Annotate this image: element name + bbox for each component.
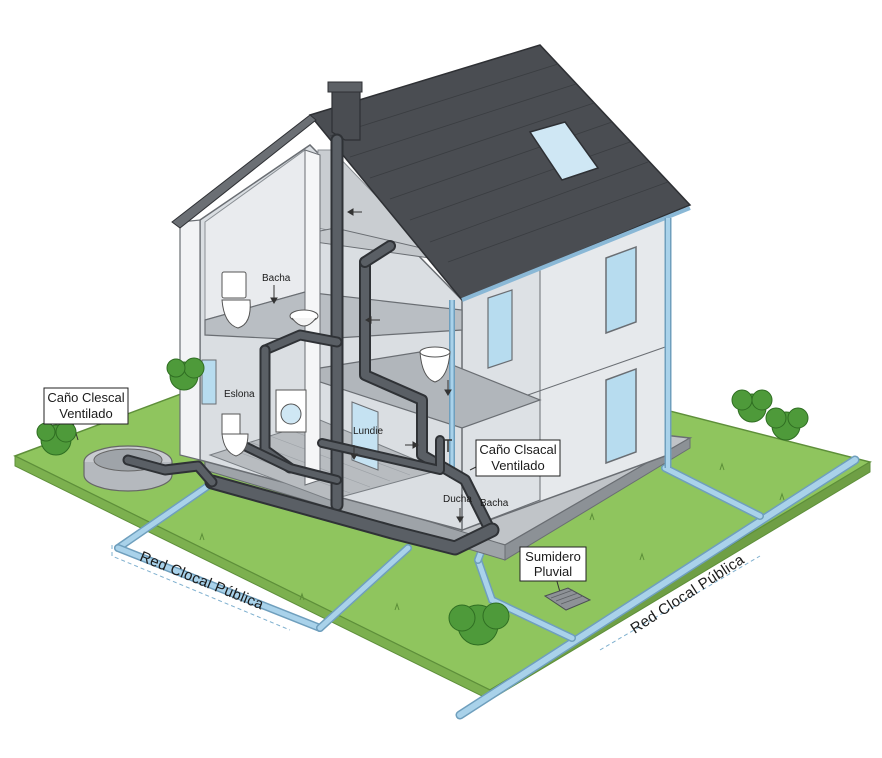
- toilet-upper: [221, 271, 251, 329]
- drain-and-vent-pipes: [122, 133, 500, 556]
- storm-pipe-network: [114, 455, 860, 720]
- label-cano-right: Caño Clsacal Ventilado: [475, 439, 561, 477]
- washbasin-upper: [289, 309, 319, 327]
- label-eslona: Eslona: [224, 389, 255, 400]
- flow-arrows: [270, 208, 464, 523]
- label-sumidero-line2: Pluvial: [534, 564, 572, 579]
- label-sumidero: Sumidero Pluvial: [519, 546, 587, 582]
- faucet: [444, 439, 452, 452]
- label-cano-left-line2: Ventilado: [59, 406, 113, 421]
- sink-upper-right: [419, 346, 451, 383]
- label-bacha-lower: Bacha: [480, 498, 509, 509]
- label-cano-right-line1: Caño Clsacal: [479, 442, 556, 457]
- shrub: [36, 421, 77, 456]
- label-cano-right-line2: Ventilado: [491, 458, 545, 473]
- label-lundie: Lundie: [353, 426, 383, 437]
- shrub: [166, 357, 205, 391]
- label-bacha-upper: Bacha: [262, 273, 291, 284]
- roof: [171, 44, 692, 302]
- shrub: [448, 602, 510, 646]
- shrub: [765, 407, 809, 441]
- label-ducha: Ducha: [443, 494, 472, 505]
- label-sumidero-line1: Sumidero: [525, 549, 581, 564]
- shrubs: [36, 357, 809, 646]
- label-cano-left: Caño Clescal Ventilado: [43, 387, 129, 425]
- downspouts: [449, 218, 672, 478]
- toilet-ground: [221, 413, 249, 457]
- washing-machine: [275, 389, 307, 433]
- label-cano-left-line1: Caño Clescal: [47, 390, 124, 405]
- dimension-lines: [111, 545, 761, 651]
- shrub: [731, 389, 773, 423]
- storm-drain-grate: [543, 587, 592, 611]
